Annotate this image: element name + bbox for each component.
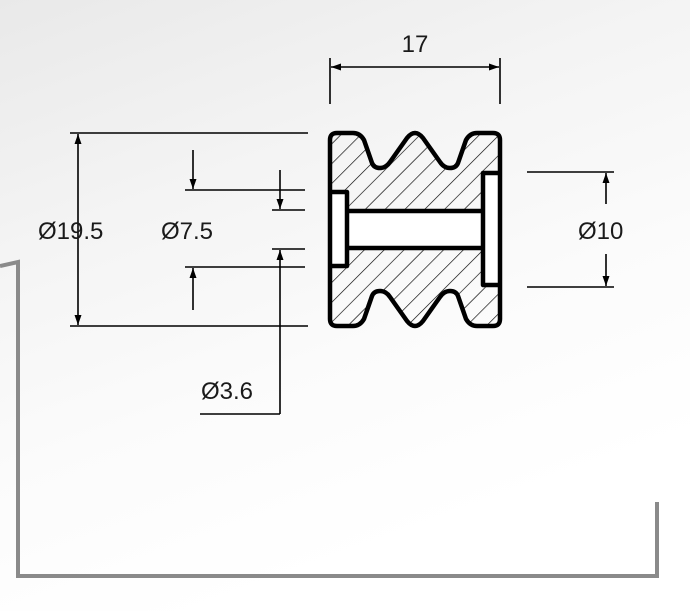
dim-outer-diameter: Ø19.5 (38, 132, 308, 327)
dim-counterbore-diameter-label: Ø10 (578, 218, 623, 245)
dim-outer-diameter-label: Ø19.5 (38, 218, 103, 245)
dim-width-label: 17 (402, 31, 429, 58)
dim-groove-diameter: Ø7.5 (161, 150, 305, 310)
dim-groove-diameter-label: Ø7.5 (161, 218, 213, 245)
dim-bore-diameter: Ø3.6 (200, 170, 305, 415)
pulley-outline (327, 130, 503, 329)
bore-outline (330, 170, 500, 288)
pulley-section (327, 130, 503, 329)
dim-width: 17 (329, 31, 501, 104)
dim-bore-diameter-label: Ø3.6 (201, 378, 253, 405)
bore-cutout (332, 173, 498, 285)
dim-counterbore-diameter: Ø10 (527, 171, 623, 288)
frame-border (0, 259, 659, 578)
